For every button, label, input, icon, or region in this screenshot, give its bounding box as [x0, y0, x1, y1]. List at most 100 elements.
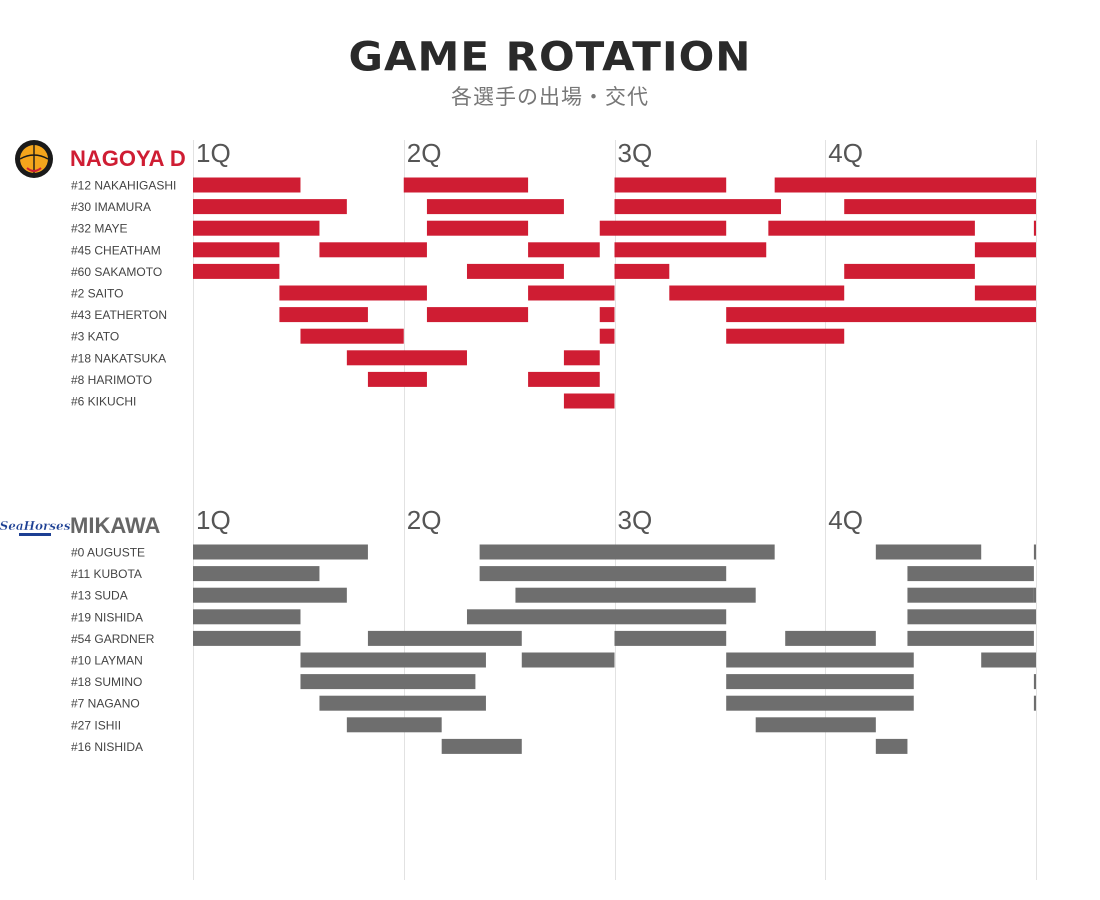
period-label: 2Q	[407, 138, 442, 168]
stint-bar	[974, 242, 1036, 258]
team-name: NAGOYA D	[70, 146, 186, 171]
stint-bar	[907, 566, 1034, 582]
stint-bar	[1033, 220, 1036, 236]
stint-bar	[346, 717, 442, 733]
player-label: #18 NAKATSUKA	[71, 351, 166, 365]
stint-bar	[907, 630, 1034, 646]
stint-bar	[300, 328, 404, 344]
stint-bar	[614, 199, 781, 215]
stint-bar	[614, 263, 670, 279]
player-label: #54 GARDNER	[71, 632, 155, 646]
stint-bar	[755, 717, 876, 733]
stint-bar	[563, 393, 615, 409]
stint-bar	[1033, 695, 1036, 711]
period-label: 1Q	[196, 138, 231, 168]
stint-bar	[528, 285, 615, 301]
stint-bar	[726, 674, 914, 690]
stint-bar	[907, 609, 1036, 625]
player-label: #2 SAITO	[71, 287, 123, 301]
stint-bar	[528, 371, 600, 387]
stint-bar	[193, 263, 280, 279]
stint-bar	[479, 566, 727, 582]
stint-bar	[193, 566, 320, 582]
stint-bar	[193, 587, 347, 603]
stint-bar	[300, 652, 486, 668]
team-panel: NAGOYA D 1Q 2Q 3Q 4Q #12 NAKAHIGASHI #30 IMAMU…	[15, 138, 1036, 409]
stint-bar	[300, 674, 476, 690]
period-label: 3Q	[618, 138, 653, 168]
player-label: #10 LAYMAN	[71, 654, 143, 668]
player-label: #32 MAYE	[71, 222, 127, 236]
stint-bar	[367, 371, 427, 387]
stint-bar	[726, 695, 914, 711]
stint-bar	[466, 609, 727, 625]
stint-bar	[614, 177, 727, 193]
stint-bar	[669, 285, 845, 301]
stint-bar	[521, 652, 615, 668]
stint-bar	[768, 220, 975, 236]
stint-bar	[441, 738, 522, 754]
period-label: 4Q	[828, 505, 863, 535]
stint-bar	[599, 328, 615, 344]
stint-bar	[726, 328, 845, 344]
logo-accent	[26, 167, 42, 172]
stint-bar	[193, 544, 368, 560]
stint-bar	[346, 350, 467, 366]
stint-bar	[614, 242, 767, 258]
stint-bar	[367, 630, 522, 646]
player-label: #18 SUMINO	[71, 675, 142, 689]
chart-title: GAME ROTATION	[348, 33, 752, 80]
stint-bar	[426, 220, 529, 236]
player-label: #13 SUDA	[71, 589, 128, 603]
player-label: #3 KATO	[71, 330, 119, 344]
period-label: 4Q	[828, 138, 863, 168]
team-logo	[15, 140, 53, 178]
stint-bar	[193, 199, 347, 215]
stint-bar	[528, 242, 600, 258]
player-label: #12 NAKAHIGASHI	[71, 179, 176, 193]
stint-bar	[403, 177, 529, 193]
player-label: #16 NISHIDA	[71, 740, 143, 754]
logo-wordmark: SeaHorses	[0, 519, 71, 533]
stint-bar	[875, 544, 982, 560]
stint-bar	[426, 307, 529, 323]
player-label: #27 ISHII	[71, 718, 121, 732]
stint-bar	[599, 220, 727, 236]
player-label: #30 IMAMURA	[71, 200, 151, 214]
player-label: #6 KIKUCHI	[71, 395, 136, 409]
player-label: #19 NISHIDA	[71, 610, 143, 624]
stint-bar	[599, 307, 615, 323]
stint-bar	[193, 609, 301, 625]
stint-bar	[1033, 674, 1036, 690]
stint-bar	[319, 242, 427, 258]
stint-bar	[1033, 587, 1036, 603]
player-label: #43 EATHERTON	[71, 308, 167, 322]
stint-bar	[563, 350, 600, 366]
stint-bar	[193, 220, 320, 236]
stint-bar	[726, 652, 914, 668]
stint-bar	[974, 285, 1036, 301]
stint-bar	[279, 307, 368, 323]
stint-bar	[1033, 544, 1036, 560]
player-label: #60 SAKAMOTO	[71, 265, 162, 279]
stint-bar	[875, 738, 908, 754]
stint-bar	[774, 177, 1036, 193]
period-label: 2Q	[407, 505, 442, 535]
stint-bar	[193, 630, 301, 646]
stint-bar	[193, 242, 280, 258]
stint-bar	[844, 263, 975, 279]
stint-bar	[785, 630, 876, 646]
stint-bar	[193, 177, 301, 193]
gridlines	[193, 140, 1037, 880]
period-label: 1Q	[196, 505, 231, 535]
stint-bar	[614, 630, 727, 646]
team-name: MIKAWA	[70, 513, 161, 538]
stint-bar	[844, 199, 1036, 215]
logo-seam	[19, 145, 49, 173]
player-label: #8 HARIMOTO	[71, 373, 152, 387]
team-panels: NAGOYA D 1Q 2Q 3Q 4Q #12 NAKAHIGASHI #30 IMAMU…	[0, 138, 1036, 754]
player-label: #45 CHEATHAM	[71, 243, 161, 257]
team-logo: SeaHorses	[0, 519, 71, 536]
player-label: #11 KUBOTA	[71, 567, 142, 581]
